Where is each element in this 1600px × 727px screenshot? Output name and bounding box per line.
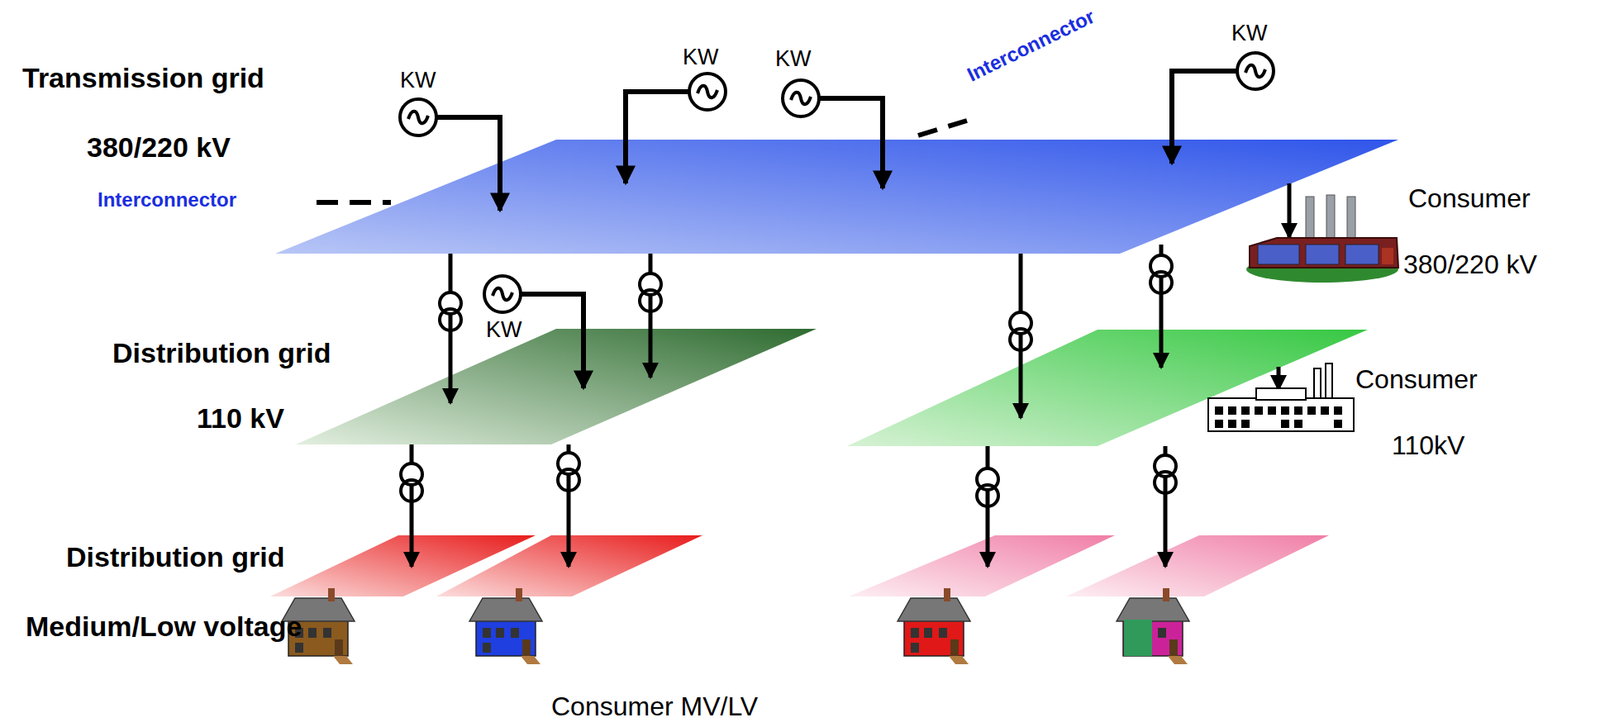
house-icon — [1123, 619, 1153, 657]
voltage-label: 110kV — [1391, 431, 1465, 461]
consumer-label: Consumer MV/LV — [551, 692, 758, 722]
grid-title: Distribution grid — [112, 338, 331, 369]
grid-title: Transmission grid — [22, 62, 265, 94]
voltage-label: Medium/Low voltage — [25, 611, 302, 643]
house-icon — [1116, 588, 1190, 665]
power-label: KW — [775, 47, 812, 72]
power-label: KW — [400, 68, 437, 94]
power-label: KW — [485, 318, 523, 343]
distribution-plane — [295, 328, 817, 445]
transformer-symbol — [1154, 455, 1177, 494]
generator-symbol — [400, 99, 437, 136]
voltage-label: 380/220 kV — [86, 132, 231, 163]
power-label: KW — [1231, 21, 1268, 47]
transformer-feed — [411, 183, 1290, 567]
lv-plane — [848, 535, 1115, 597]
interconnector-line — [316, 200, 391, 205]
interconnector-line — [918, 120, 967, 136]
lv-plane — [1066, 535, 1329, 597]
house-icon — [469, 588, 543, 665]
consumer-label: Consumer — [1408, 184, 1531, 214]
voltage-label: 110 kV — [196, 403, 285, 434]
factory-icon — [1208, 363, 1354, 432]
generator-symbol — [689, 73, 726, 110]
power-label: KW — [682, 45, 720, 71]
distribution-plane — [847, 329, 1368, 447]
factory-icon — [1246, 195, 1399, 283]
generator-symbol — [484, 276, 521, 313]
house-icon — [897, 588, 971, 665]
generator-symbol — [782, 80, 820, 117]
consumer-label: Consumer — [1355, 365, 1478, 395]
transformer-symbol — [1150, 255, 1172, 294]
transformer-symbol — [400, 463, 423, 502]
generator-feed — [436, 71, 1238, 389]
transformer-symbol — [1009, 312, 1032, 351]
transmission-plane — [275, 139, 1399, 254]
interconnector-label: Interconnector — [97, 189, 237, 211]
transformer-symbol — [557, 452, 580, 491]
grid-title: Distribution grid — [66, 542, 285, 573]
transformer-symbol — [639, 273, 662, 312]
transformer-symbol — [976, 468, 999, 507]
transformer-symbol — [439, 292, 462, 331]
voltage-label: 380/220 kV — [1403, 250, 1538, 280]
generator-symbol — [1237, 52, 1274, 90]
interconnector-label: Interconnector — [963, 4, 1099, 86]
